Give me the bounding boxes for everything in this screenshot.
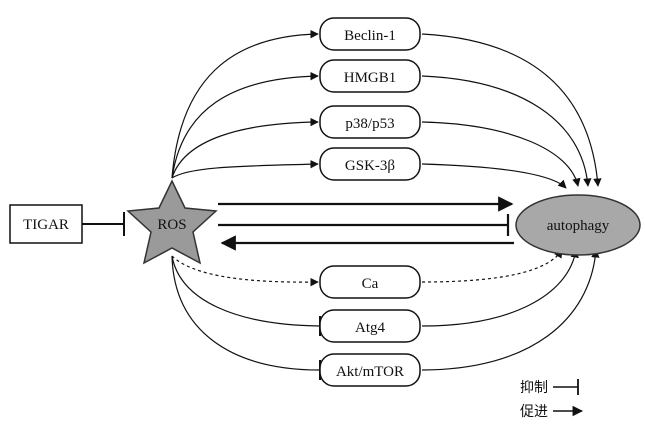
node-hmgb1: HMGB1 <box>319 59 421 93</box>
node-tigar-label: TIGAR <box>23 217 69 233</box>
edge-aktmtor-autophagy <box>421 249 600 371</box>
edge-gsk3b-autophagy <box>421 163 567 189</box>
edge-beclin1-autophagy <box>421 33 602 187</box>
node-aktmtor: Akt/mTOR <box>319 353 421 387</box>
edge-ros-gsk3b <box>171 160 319 179</box>
node-ca-label: Ca <box>362 276 379 292</box>
node-beclin1: Beclin-1 <box>319 17 421 51</box>
edge-ros-hmgb1 <box>171 71 319 179</box>
node-ca: Ca <box>319 265 421 299</box>
edge-ros-p38p53 <box>171 117 319 179</box>
legend-inhibit-label: 抑制 <box>520 380 548 396</box>
node-aktmtor-label: Akt/mTOR <box>336 364 404 380</box>
ros-star-shape <box>126 179 218 265</box>
legend: 抑制 促进 <box>520 379 584 420</box>
edge-ros-atg4 <box>171 255 321 327</box>
node-ros-label: ROS <box>157 217 186 233</box>
node-atg4: Atg4 <box>319 309 421 343</box>
node-beclin1-label: Beclin-1 <box>344 28 396 44</box>
node-p38p53: p38/p53 <box>319 105 421 139</box>
edge-ros-beclin1 <box>171 29 319 179</box>
edge-hmgb1-autophagy <box>421 75 592 187</box>
legend-promote-label: 促进 <box>520 404 548 420</box>
node-p38p53-label: p38/p53 <box>345 116 394 132</box>
edge-ros-ca <box>171 255 319 287</box>
node-tigar: TIGAR <box>9 204 83 244</box>
edge-p38p53-autophagy <box>421 121 581 187</box>
node-autophagy-label: autophagy <box>547 218 610 234</box>
node-autophagy: autophagy <box>515 194 641 256</box>
node-gsk3b: GSK-3β <box>319 147 421 181</box>
node-atg4-label: Atg4 <box>355 320 386 336</box>
node-ros: ROS <box>126 179 218 265</box>
edge-atg4-autophagy <box>421 249 579 327</box>
edge-ros-aktmtor <box>171 255 321 371</box>
node-hmgb1-label: HMGB1 <box>344 70 397 86</box>
edge-ca-autophagy <box>421 249 563 283</box>
node-gsk3b-label: GSK-3β <box>345 158 395 174</box>
